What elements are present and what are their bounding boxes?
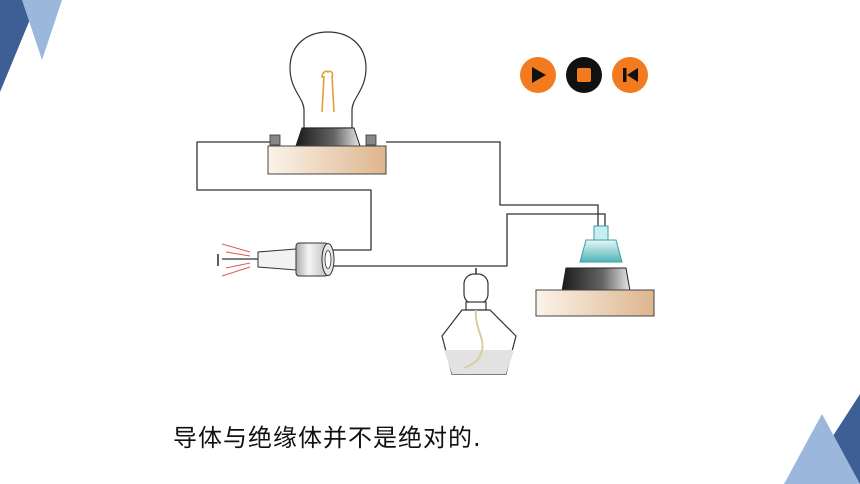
glass-holder <box>535 225 655 317</box>
stop-button[interactable] <box>566 57 602 93</box>
light-bulb <box>267 31 387 175</box>
restart-button[interactable] <box>612 57 648 93</box>
play-icon <box>532 67 546 83</box>
alcohol-lamp <box>441 268 517 375</box>
play-button[interactable] <box>520 57 556 93</box>
top-left-decoration <box>0 0 62 92</box>
wire-connector <box>217 242 335 277</box>
wires <box>196 141 606 267</box>
caption-text: 导体与绝缘体并不是绝对的. <box>173 424 482 452</box>
skip-back-icon <box>623 68 638 82</box>
bottom-right-decoration <box>784 394 860 484</box>
stop-icon <box>577 68 591 82</box>
